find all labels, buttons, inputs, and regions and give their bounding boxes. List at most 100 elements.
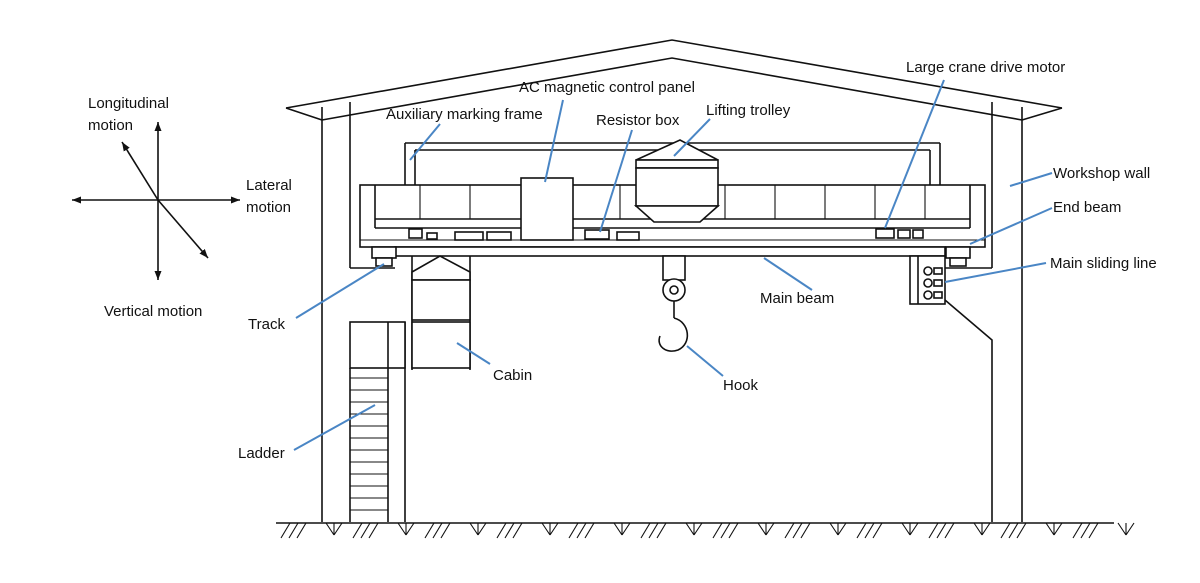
- ground-hatch-mark: [352, 522, 363, 539]
- ground-hatch-mark: [584, 522, 595, 539]
- ground-hatch-mark: [549, 522, 559, 536]
- label-vertical-motion: Vertical motion: [104, 303, 202, 320]
- ground-hatch-mark: [512, 522, 523, 539]
- ground-hatch-mark: [1053, 522, 1063, 536]
- ground-hatch-mark: [280, 522, 291, 539]
- ground-hatch-mark: [728, 522, 739, 539]
- label-end-beam: End beam: [1053, 199, 1121, 216]
- main-beam: [394, 246, 946, 257]
- label-longitudinal-line2: motion: [88, 117, 133, 134]
- ground-hatch-mark: [1125, 522, 1135, 536]
- ground-hatch-mark: [541, 522, 551, 536]
- label-main-sliding-line: Main sliding line: [1050, 255, 1157, 272]
- ground-hatch-mark: [973, 522, 983, 536]
- ground-hatch-mark: [613, 522, 623, 536]
- ground-hatch-mark: [648, 522, 659, 539]
- ground-hatch-mark: [864, 522, 875, 539]
- ground-hatch-mark: [944, 522, 955, 539]
- end-carriage-left: [371, 246, 397, 267]
- ground-hatch-mark: [792, 522, 803, 539]
- label-ladder: Ladder: [238, 445, 285, 462]
- ground-hatch-mark: [296, 522, 307, 539]
- diagonal-arrow-up: [121, 141, 159, 201]
- ground-hatch-mark: [765, 522, 775, 536]
- ground-hatch-mark: [909, 522, 919, 536]
- ground-hatch-mark: [405, 522, 415, 536]
- ladder: [349, 321, 406, 522]
- ground-hatch-mark: [981, 522, 991, 536]
- ground-hatch-mark: [856, 522, 867, 539]
- ground: [276, 522, 1135, 539]
- label-main-beam: Main beam: [760, 290, 834, 307]
- ground-hatch-mark: [477, 522, 487, 536]
- lifting-trolley: [633, 139, 721, 223]
- ground-hatch-mark: [712, 522, 723, 539]
- sliding-line-bracket: [909, 255, 946, 305]
- label-lateral-line1: Lateral: [246, 177, 292, 194]
- leader-lines: [293, 79, 1053, 451]
- ladder-rungs: [350, 377, 388, 511]
- ground-hatch-mark: [397, 522, 407, 536]
- ground-hatch-mark: [621, 522, 631, 536]
- label-hook: Hook: [723, 377, 759, 394]
- ground-hatching: [280, 522, 1135, 539]
- resistor-box: [584, 229, 610, 240]
- ground-hatch-mark: [1008, 522, 1019, 539]
- roof-outer: [285, 39, 1063, 109]
- resistor-boxes: [408, 228, 924, 241]
- ground-hatch-mark: [504, 522, 515, 539]
- ground-hatch-mark: [936, 522, 947, 539]
- ac-control-panel: [520, 177, 574, 241]
- cabin: [411, 255, 471, 370]
- label-longitudinal-line1: Longitudinal: [88, 95, 169, 112]
- ground-hatch-mark: [1045, 522, 1055, 536]
- label-lifting-trolley: Lifting trolley: [706, 102, 791, 119]
- ground-hatch-mark: [288, 522, 299, 539]
- hook-assembly: [658, 255, 689, 352]
- ground-hatch-mark: [440, 522, 451, 539]
- label-track: Track: [248, 316, 285, 333]
- ground-hatch-mark: [1000, 522, 1011, 539]
- drive-motor: [875, 228, 895, 239]
- ground-hatch-mark: [424, 522, 435, 539]
- label-drive-motor: Large crane drive motor: [906, 59, 1065, 76]
- ground-hatch-mark: [1088, 522, 1099, 539]
- label-workshop-wall: Workshop wall: [1053, 165, 1150, 182]
- ground-hatch-mark: [576, 522, 587, 539]
- ground-hatch-mark: [693, 522, 703, 536]
- motion-axes: [72, 122, 240, 280]
- ground-hatch-mark: [1016, 522, 1027, 539]
- ground-hatch-mark: [469, 522, 479, 536]
- roof-inner: [321, 57, 1023, 121]
- ground-hatch-mark: [872, 522, 883, 539]
- ground-hatch-mark: [432, 522, 443, 539]
- hook: [658, 317, 689, 352]
- ground-hatch-mark: [800, 522, 811, 539]
- ground-hatch-mark: [656, 522, 667, 539]
- ground-hatch-mark: [325, 522, 335, 536]
- end-carriage-right: [945, 246, 971, 267]
- ground-hatch-mark: [784, 522, 795, 539]
- label-ac-panel: AC magnetic control panel: [519, 79, 695, 96]
- ground-hatch-mark: [568, 522, 579, 539]
- label-cabin: Cabin: [493, 367, 532, 384]
- ground-hatch-mark: [333, 522, 343, 536]
- ground-hatch-mark: [640, 522, 651, 539]
- right-wall-inner-lower: [944, 299, 993, 522]
- ground-hatch-mark: [757, 522, 767, 536]
- ground-hatch-mark: [685, 522, 695, 536]
- ground-hatch-mark: [360, 522, 371, 539]
- ground-hatch-mark: [928, 522, 939, 539]
- ground-hatch-mark: [1072, 522, 1083, 539]
- label-lateral-line2: motion: [246, 199, 291, 216]
- ground-hatch-mark: [1117, 522, 1127, 536]
- ground-hatch-mark: [901, 522, 911, 536]
- ground-hatch-mark: [829, 522, 839, 536]
- ground-hatch-mark: [368, 522, 379, 539]
- label-aux-frame: Auxiliary marking frame: [386, 106, 543, 123]
- labels: Longitudinal motion Lateral motion Verti…: [88, 59, 1157, 462]
- label-resistor-box: Resistor box: [596, 112, 680, 129]
- ground-hatch-mark: [496, 522, 507, 539]
